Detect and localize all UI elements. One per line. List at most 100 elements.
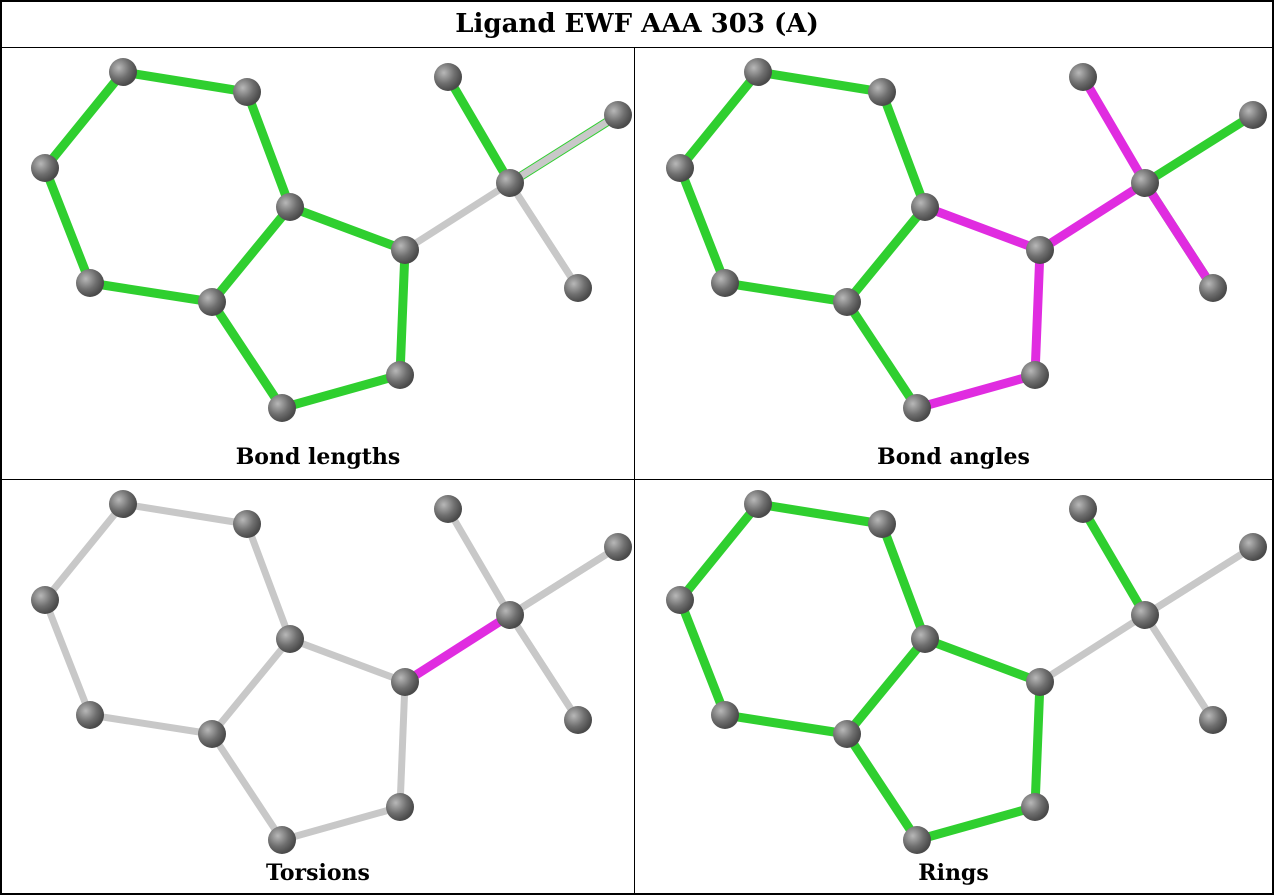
bond	[1141, 611, 1217, 724]
bond	[208, 635, 294, 738]
bond	[842, 729, 922, 845]
bond	[842, 297, 922, 413]
bond	[1140, 178, 1218, 293]
border-top	[0, 0, 1274, 2]
atom	[496, 169, 524, 197]
bond	[40, 67, 128, 173]
bond	[40, 163, 95, 288]
bond	[86, 711, 216, 738]
bond	[1141, 543, 1257, 619]
bond	[920, 634, 1045, 687]
bond	[506, 543, 622, 619]
bond	[506, 179, 582, 292]
bond	[243, 520, 294, 643]
atom	[391, 668, 419, 696]
bond	[1140, 110, 1258, 188]
atom	[1026, 236, 1054, 264]
atom	[666, 586, 694, 614]
bond	[396, 678, 409, 811]
bond	[1035, 178, 1150, 255]
bond	[1078, 504, 1150, 620]
atom	[744, 58, 772, 86]
atom	[911, 193, 939, 221]
bond	[720, 710, 852, 739]
atom	[391, 236, 419, 264]
bond	[675, 67, 763, 173]
bond	[118, 67, 252, 97]
atom	[386, 361, 414, 389]
atom	[1131, 601, 1159, 629]
molecule-diagram	[31, 490, 632, 854]
molecule-diagram	[666, 58, 1267, 422]
atom	[31, 154, 59, 182]
molecule-diagram	[666, 490, 1267, 854]
atom	[1021, 361, 1049, 389]
bond	[85, 278, 217, 307]
bond	[1030, 245, 1045, 380]
atom	[233, 78, 261, 106]
bond	[506, 611, 582, 724]
atom	[1199, 274, 1227, 302]
bond	[1030, 677, 1045, 812]
atom	[868, 510, 896, 538]
atom	[666, 154, 694, 182]
atom	[434, 63, 462, 91]
bond	[675, 595, 730, 720]
bond	[208, 730, 286, 844]
atom	[1239, 101, 1267, 129]
atom	[1131, 169, 1159, 197]
panel-caption: Torsions	[266, 860, 370, 886]
atom	[868, 78, 896, 106]
bond	[401, 179, 514, 254]
atom	[276, 625, 304, 653]
title-divider	[0, 47, 1274, 48]
panel-torsions: Torsions	[2, 480, 634, 893]
bond	[277, 370, 405, 413]
bond	[242, 87, 295, 212]
panel-caption: Bond lengths	[235, 444, 401, 470]
bond	[286, 635, 409, 686]
bond	[877, 519, 930, 644]
atom	[604, 101, 632, 129]
bond	[443, 72, 515, 188]
atom	[564, 706, 592, 734]
bond	[753, 67, 887, 97]
atom	[711, 701, 739, 729]
border-bottom	[0, 893, 1274, 895]
row-divider	[0, 479, 1274, 480]
atom	[744, 490, 772, 518]
bond	[41, 500, 127, 604]
panel-caption: Bond angles	[877, 444, 1030, 470]
atom	[233, 510, 261, 538]
atom	[276, 193, 304, 221]
bond	[912, 802, 1040, 845]
bond	[207, 297, 287, 413]
bond	[675, 499, 763, 605]
panel-bond-lengths: Bond lengths	[2, 48, 634, 479]
bond	[400, 610, 515, 687]
atom	[833, 720, 861, 748]
bond	[395, 245, 410, 380]
bond	[506, 111, 622, 187]
atom	[1026, 668, 1054, 696]
panel-bond-angles: Bond angles	[635, 48, 1272, 479]
atom	[1199, 706, 1227, 734]
atom	[198, 288, 226, 316]
atom	[903, 826, 931, 854]
atom	[903, 394, 931, 422]
bond	[444, 505, 514, 619]
atom	[604, 533, 632, 561]
panel-rings: Rings	[635, 480, 1272, 893]
bond	[1036, 611, 1149, 686]
bond	[920, 202, 1045, 255]
atom	[564, 274, 592, 302]
bond	[1078, 72, 1150, 188]
atom	[109, 58, 137, 86]
atom	[434, 495, 462, 523]
atom	[833, 288, 861, 316]
atom	[109, 490, 137, 518]
bond	[753, 499, 887, 529]
bond	[720, 278, 852, 307]
atom	[268, 394, 296, 422]
